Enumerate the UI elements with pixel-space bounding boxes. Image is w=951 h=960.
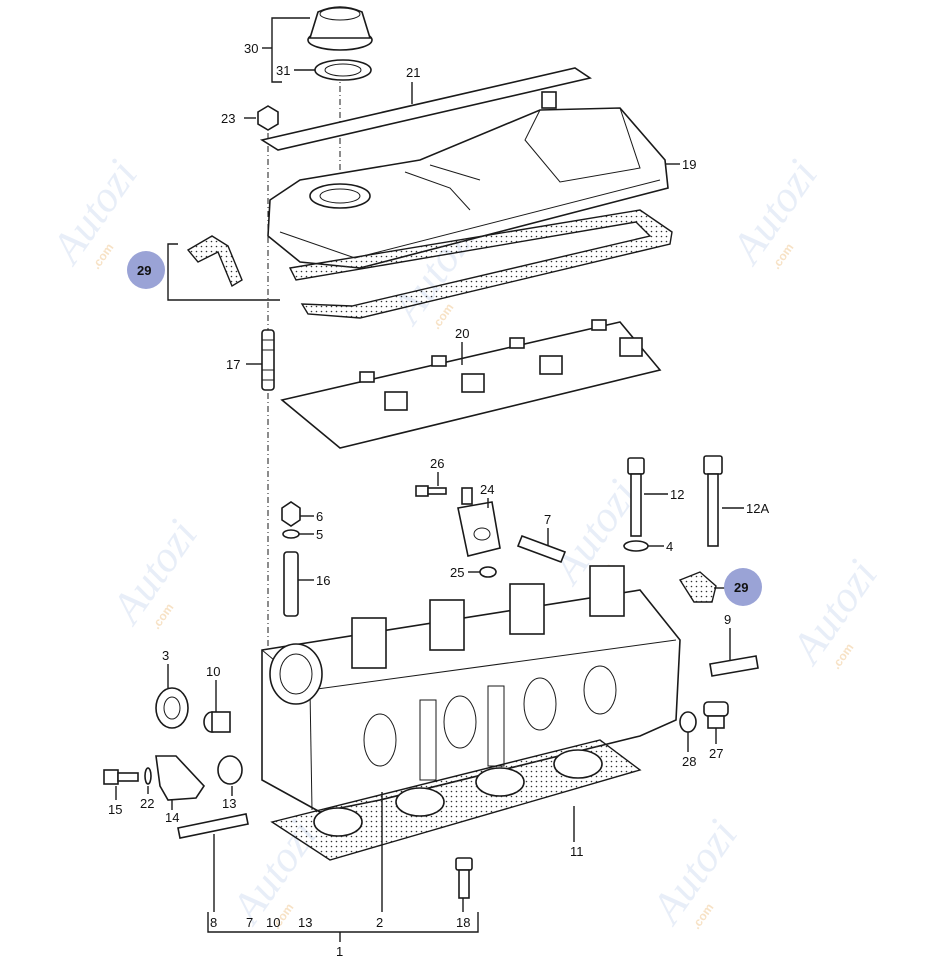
callout-5: 5 <box>316 527 323 542</box>
oil-filler-cap <box>307 6 373 51</box>
shaft-seal <box>155 687 189 729</box>
callout-22: 22 <box>140 796 154 811</box>
highlight-badge <box>127 251 165 289</box>
o-ring <box>479 566 497 578</box>
callout-25: 25 <box>450 565 464 580</box>
valve-cover <box>267 91 669 269</box>
callout-24: 24 <box>480 482 494 497</box>
head-bolt <box>627 457 645 537</box>
callout-28: 28 <box>682 754 696 769</box>
washer-22 <box>144 767 152 785</box>
callout-11: 11 <box>570 844 584 859</box>
callout-16: 16 <box>316 573 330 588</box>
callout-23: 23 <box>221 111 235 126</box>
seal-ring <box>679 711 697 733</box>
stud-7 <box>516 534 567 564</box>
callout-4: 4 <box>666 539 673 554</box>
callout-15: 15 <box>108 802 122 817</box>
coolant-flange <box>457 487 501 557</box>
bracket <box>167 243 280 301</box>
callout-6: 6 <box>316 509 323 524</box>
callout-27: 27 <box>709 746 723 761</box>
nut <box>281 501 301 527</box>
cover-gasket-strip <box>259 67 592 151</box>
plug <box>703 701 729 729</box>
callout-17: 17 <box>226 357 240 372</box>
callout-20: 20 <box>455 326 469 341</box>
stud-bolt <box>261 329 275 391</box>
callout-7-group: 7 <box>246 915 253 930</box>
callout-29-left: 29 <box>137 263 151 278</box>
callout-7: 7 <box>544 512 551 527</box>
bracket <box>207 912 479 933</box>
stud-8 <box>177 813 249 839</box>
small-bolt <box>415 485 447 497</box>
stud-9 <box>709 655 759 677</box>
callout-31: 31 <box>276 63 290 78</box>
callout-1: 1 <box>336 944 343 959</box>
callout-10: 10 <box>206 664 220 679</box>
bracket <box>271 17 282 83</box>
pin <box>455 857 473 899</box>
callout-19: 19 <box>682 157 696 172</box>
callout-3: 3 <box>162 648 169 663</box>
bolt-15 <box>103 769 139 785</box>
washer <box>623 540 649 552</box>
small-gasket-left <box>186 235 243 288</box>
sleeve <box>203 711 231 733</box>
cover-nut <box>257 105 279 131</box>
small-gasket-right <box>678 571 717 603</box>
cylinder-head <box>261 565 681 813</box>
bearing-gasket <box>280 319 662 449</box>
ring-13 <box>217 755 243 785</box>
callout-13-group: 13 <box>298 915 312 930</box>
callout-2: 2 <box>376 915 383 930</box>
callout-29-right: 29 <box>734 580 748 595</box>
valve-cover-gasket <box>288 209 673 319</box>
callout-30: 30 <box>244 41 258 56</box>
callout-14: 14 <box>165 810 179 825</box>
callout-13: 13 <box>222 796 236 811</box>
callout-12a: 12A <box>746 501 769 516</box>
callout-18: 18 <box>456 915 470 930</box>
stud <box>283 551 299 617</box>
callout-10-group: 10 <box>266 915 280 930</box>
callout-8: 8 <box>210 915 217 930</box>
cap-seal <box>314 59 372 81</box>
callout-9: 9 <box>724 612 731 627</box>
callout-12: 12 <box>670 487 684 502</box>
head-gasket <box>270 739 642 861</box>
washer <box>282 529 300 539</box>
callout-26: 26 <box>430 456 444 471</box>
bracket-14 <box>155 755 206 801</box>
head-bolt-12a <box>703 455 723 547</box>
callout-21: 21 <box>406 65 420 80</box>
highlight-badge <box>724 568 762 606</box>
